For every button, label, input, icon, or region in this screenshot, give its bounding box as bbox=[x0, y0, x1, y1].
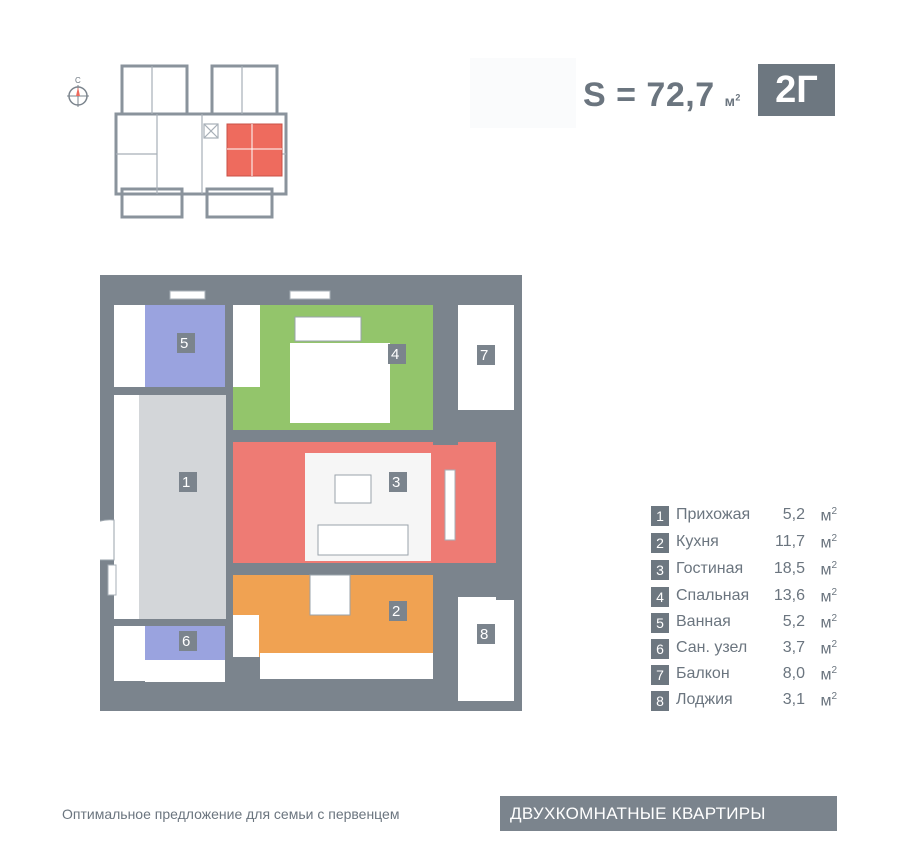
total-area-unit: м bbox=[724, 93, 736, 109]
room-label-6: 6 bbox=[182, 633, 190, 650]
room-label-1: 1 bbox=[182, 474, 190, 491]
highlighted-apartment bbox=[226, 123, 283, 177]
compass-icon: С bbox=[67, 76, 89, 107]
area-background bbox=[470, 58, 576, 128]
category-banner: ДВУХКОМНАТНЫЕ КВАРТИРЫ bbox=[500, 796, 837, 831]
room-label-8: 8 bbox=[480, 626, 488, 643]
compass-label: С bbox=[75, 76, 81, 85]
room-label-4: 4 bbox=[391, 346, 399, 363]
apartment-type-badge: 2Г bbox=[758, 64, 835, 116]
floor-key-plan bbox=[114, 64, 288, 219]
tagline: Оптимальное предложение для семьи с перв… bbox=[62, 806, 400, 822]
room-label-2: 2 bbox=[392, 603, 400, 620]
room-label-3: 3 bbox=[392, 474, 400, 491]
total-area-value: S = 72,7 bbox=[583, 76, 715, 114]
total-area: S = 72,7 м2 bbox=[583, 76, 741, 114]
room-label-5: 5 bbox=[180, 335, 188, 352]
apartment-floor-plan: 5 4 7 1 3 2 8 6 bbox=[100, 275, 522, 711]
room-label-7: 7 bbox=[480, 347, 488, 364]
room-loggia bbox=[458, 597, 514, 701]
room-number-labels: 5 4 7 1 3 2 8 6 bbox=[177, 333, 495, 651]
